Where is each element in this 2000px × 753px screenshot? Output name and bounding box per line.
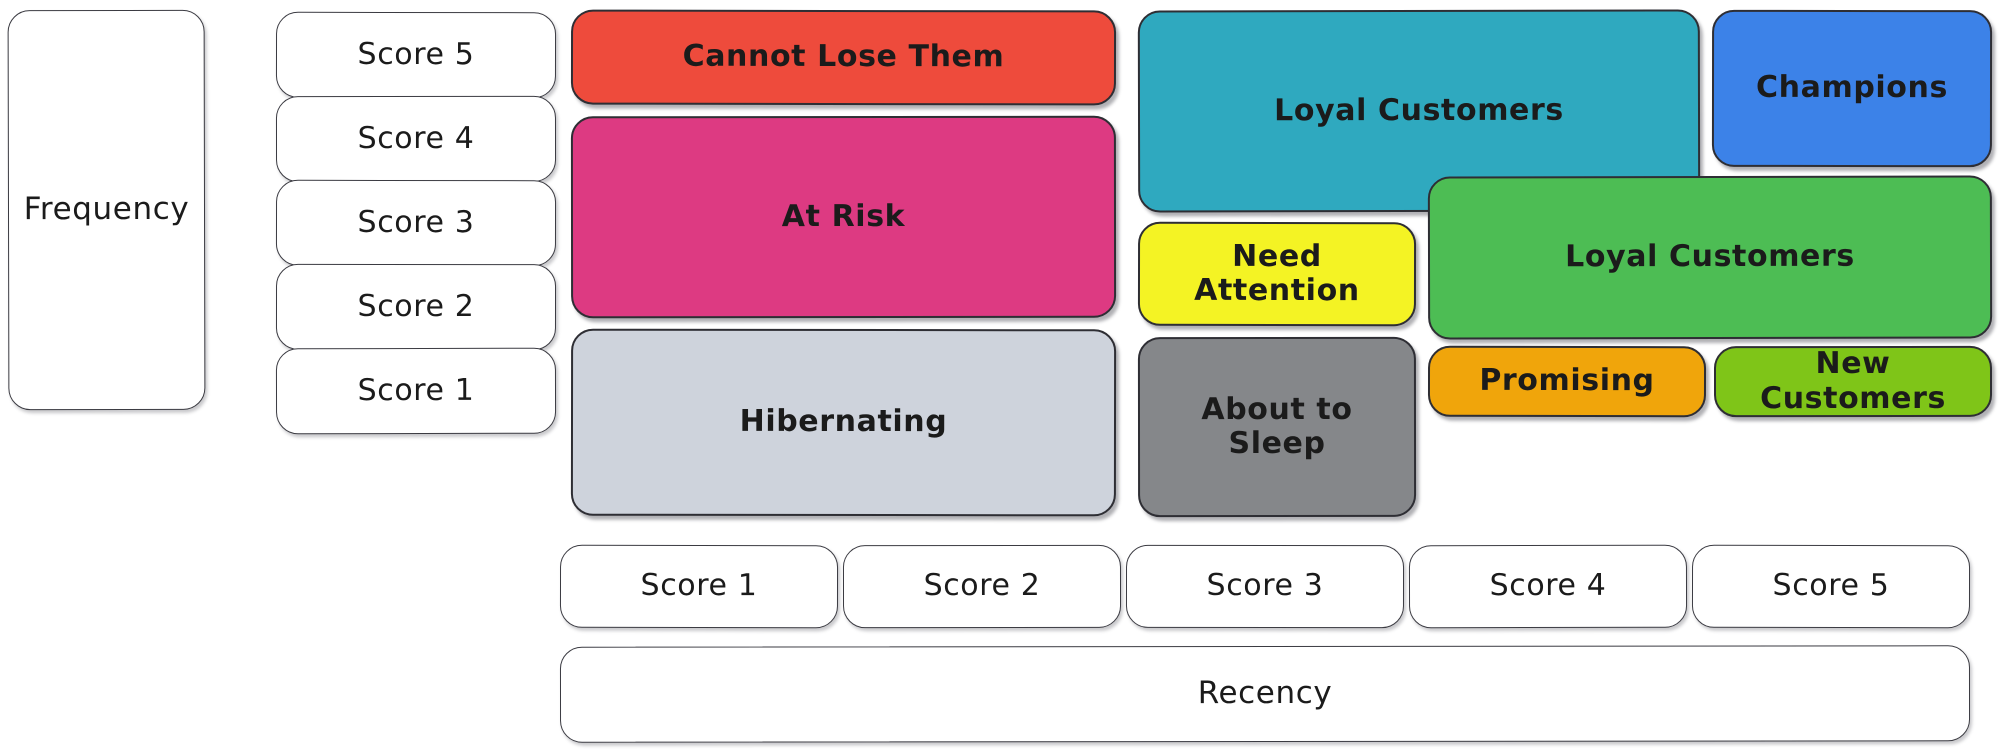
recency-score-5-label: Score 5 bbox=[1772, 568, 1890, 604]
segment-promising-label: Promising bbox=[1479, 363, 1655, 399]
segment-about-to-sleep-label: About to Sleep bbox=[1201, 391, 1353, 462]
frequency-score-2-label: Score 2 bbox=[357, 288, 475, 324]
recency-score-4-label: Score 4 bbox=[1489, 568, 1607, 604]
segment-need-attention[interactable]: Need Attention bbox=[1137, 221, 1417, 327]
segment-loyal-customers-green-label: Loyal Customers bbox=[1565, 238, 1855, 275]
recency-score-4[interactable]: Score 4 bbox=[1408, 544, 1688, 629]
frequency-score-3[interactable]: Score 3 bbox=[275, 179, 557, 267]
recency-score-5[interactable]: Score 5 bbox=[1691, 544, 1971, 629]
segment-at-risk[interactable]: At Risk bbox=[570, 115, 1117, 319]
axis-title-recency-label: Recency bbox=[1197, 675, 1333, 712]
segment-cannot-lose-them[interactable]: Cannot Lose Them bbox=[570, 9, 1117, 106]
recency-score-3-label: Score 3 bbox=[1206, 568, 1324, 604]
segment-new-customers-label: New Customers bbox=[1760, 345, 1946, 416]
segment-need-attention-label: Need Attention bbox=[1194, 238, 1360, 309]
frequency-score-4[interactable]: Score 4 bbox=[275, 95, 557, 183]
recency-score-1-label: Score 1 bbox=[640, 568, 758, 604]
segment-new-customers[interactable]: New Customers bbox=[1713, 345, 1993, 418]
axis-title-recency: Recency bbox=[559, 645, 1971, 743]
segment-hibernating[interactable]: Hibernating bbox=[570, 328, 1117, 517]
segment-at-risk-label: At Risk bbox=[781, 198, 906, 234]
frequency-score-5[interactable]: Score 5 bbox=[275, 11, 557, 99]
axis-title-frequency: Frequency bbox=[7, 9, 206, 411]
segment-hibernating-label: Hibernating bbox=[739, 404, 948, 440]
frequency-score-5-label: Score 5 bbox=[357, 36, 475, 72]
recency-score-1[interactable]: Score 1 bbox=[559, 544, 839, 629]
segment-promising[interactable]: Promising bbox=[1427, 345, 1707, 418]
frequency-score-1[interactable]: Score 1 bbox=[275, 347, 557, 435]
frequency-score-1-label: Score 1 bbox=[357, 372, 475, 408]
segment-champions[interactable]: Champions bbox=[1711, 9, 1993, 168]
frequency-score-2[interactable]: Score 2 bbox=[275, 263, 557, 351]
frequency-score-3-label: Score 3 bbox=[357, 204, 475, 240]
segment-champions-label: Champions bbox=[1756, 70, 1948, 106]
axis-title-frequency-label: Frequency bbox=[23, 190, 190, 228]
recency-score-2-label: Score 2 bbox=[923, 568, 1041, 604]
segment-cannot-lose-them-label: Cannot Lose Them bbox=[682, 38, 1005, 75]
segment-loyal-customers-green[interactable]: Loyal Customers bbox=[1427, 175, 1993, 340]
recency-score-2[interactable]: Score 2 bbox=[842, 544, 1122, 629]
recency-score-3[interactable]: Score 3 bbox=[1125, 544, 1405, 629]
segment-about-to-sleep[interactable]: About to Sleep bbox=[1137, 336, 1417, 518]
frequency-score-4-label: Score 4 bbox=[357, 120, 475, 156]
segment-loyal-customers-teal-label: Loyal Customers bbox=[1274, 92, 1564, 129]
